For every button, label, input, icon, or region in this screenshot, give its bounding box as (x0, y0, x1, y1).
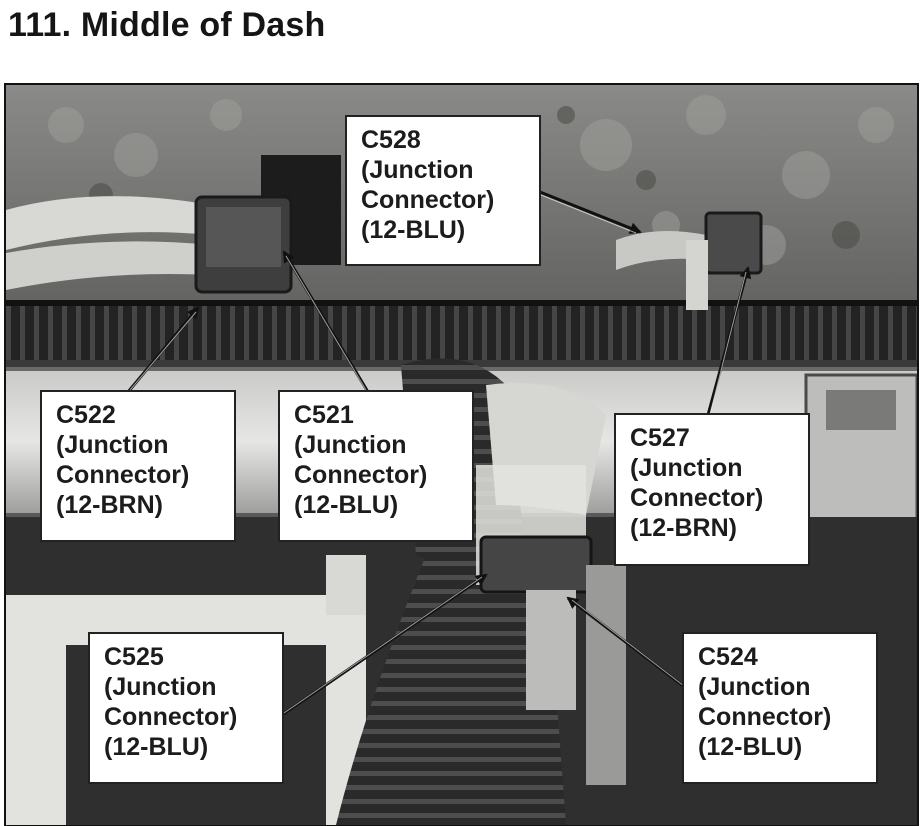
connector-id: C528 (361, 126, 421, 154)
connector-color: (12-BLU) (698, 733, 803, 761)
connector-type-line1: (Junction (104, 673, 217, 701)
callout-c528: C528 (Junction Connector) (12-BLU) (345, 115, 541, 266)
connector-type-line1: (Junction (56, 431, 169, 459)
connector-id: C522 (56, 401, 116, 429)
callout-c527: C527 (Junction Connector) (12-BRN) (614, 413, 810, 566)
connector-type-line2: Connector) (630, 484, 764, 512)
connector-type-line1: (Junction (361, 156, 474, 184)
callout-c525: C525 (Junction Connector) (12-BLU) (88, 632, 284, 784)
connector-id: C521 (294, 401, 354, 429)
connector-id: C527 (630, 424, 690, 452)
connector-type-line2: Connector) (698, 703, 832, 731)
connector-type-line1: (Junction (294, 431, 407, 459)
callout-c521: C521 (Junction Connector) (12-BLU) (278, 390, 474, 542)
connector-color: (12-BLU) (104, 733, 209, 761)
connector-type-line2: Connector) (294, 461, 428, 489)
connector-type-line1: (Junction (698, 673, 811, 701)
callout-c524: C524 (Junction Connector) (12-BLU) (682, 632, 878, 784)
connector-type-line2: Connector) (104, 703, 238, 731)
page-title: 111. Middle of Dash (8, 6, 326, 44)
connector-id: C524 (698, 643, 758, 671)
connector-color: (12-BRN) (630, 514, 737, 542)
connector-color: (12-BRN) (56, 491, 163, 519)
connector-color: (12-BLU) (294, 491, 399, 519)
connector-color: (12-BLU) (361, 216, 466, 244)
connector-type-line1: (Junction (630, 454, 743, 482)
callout-c522: C522 (Junction Connector) (12-BRN) (40, 390, 236, 542)
connector-type-line2: Connector) (56, 461, 190, 489)
connector-type-line2: Connector) (361, 186, 495, 214)
connector-id: C525 (104, 643, 164, 671)
